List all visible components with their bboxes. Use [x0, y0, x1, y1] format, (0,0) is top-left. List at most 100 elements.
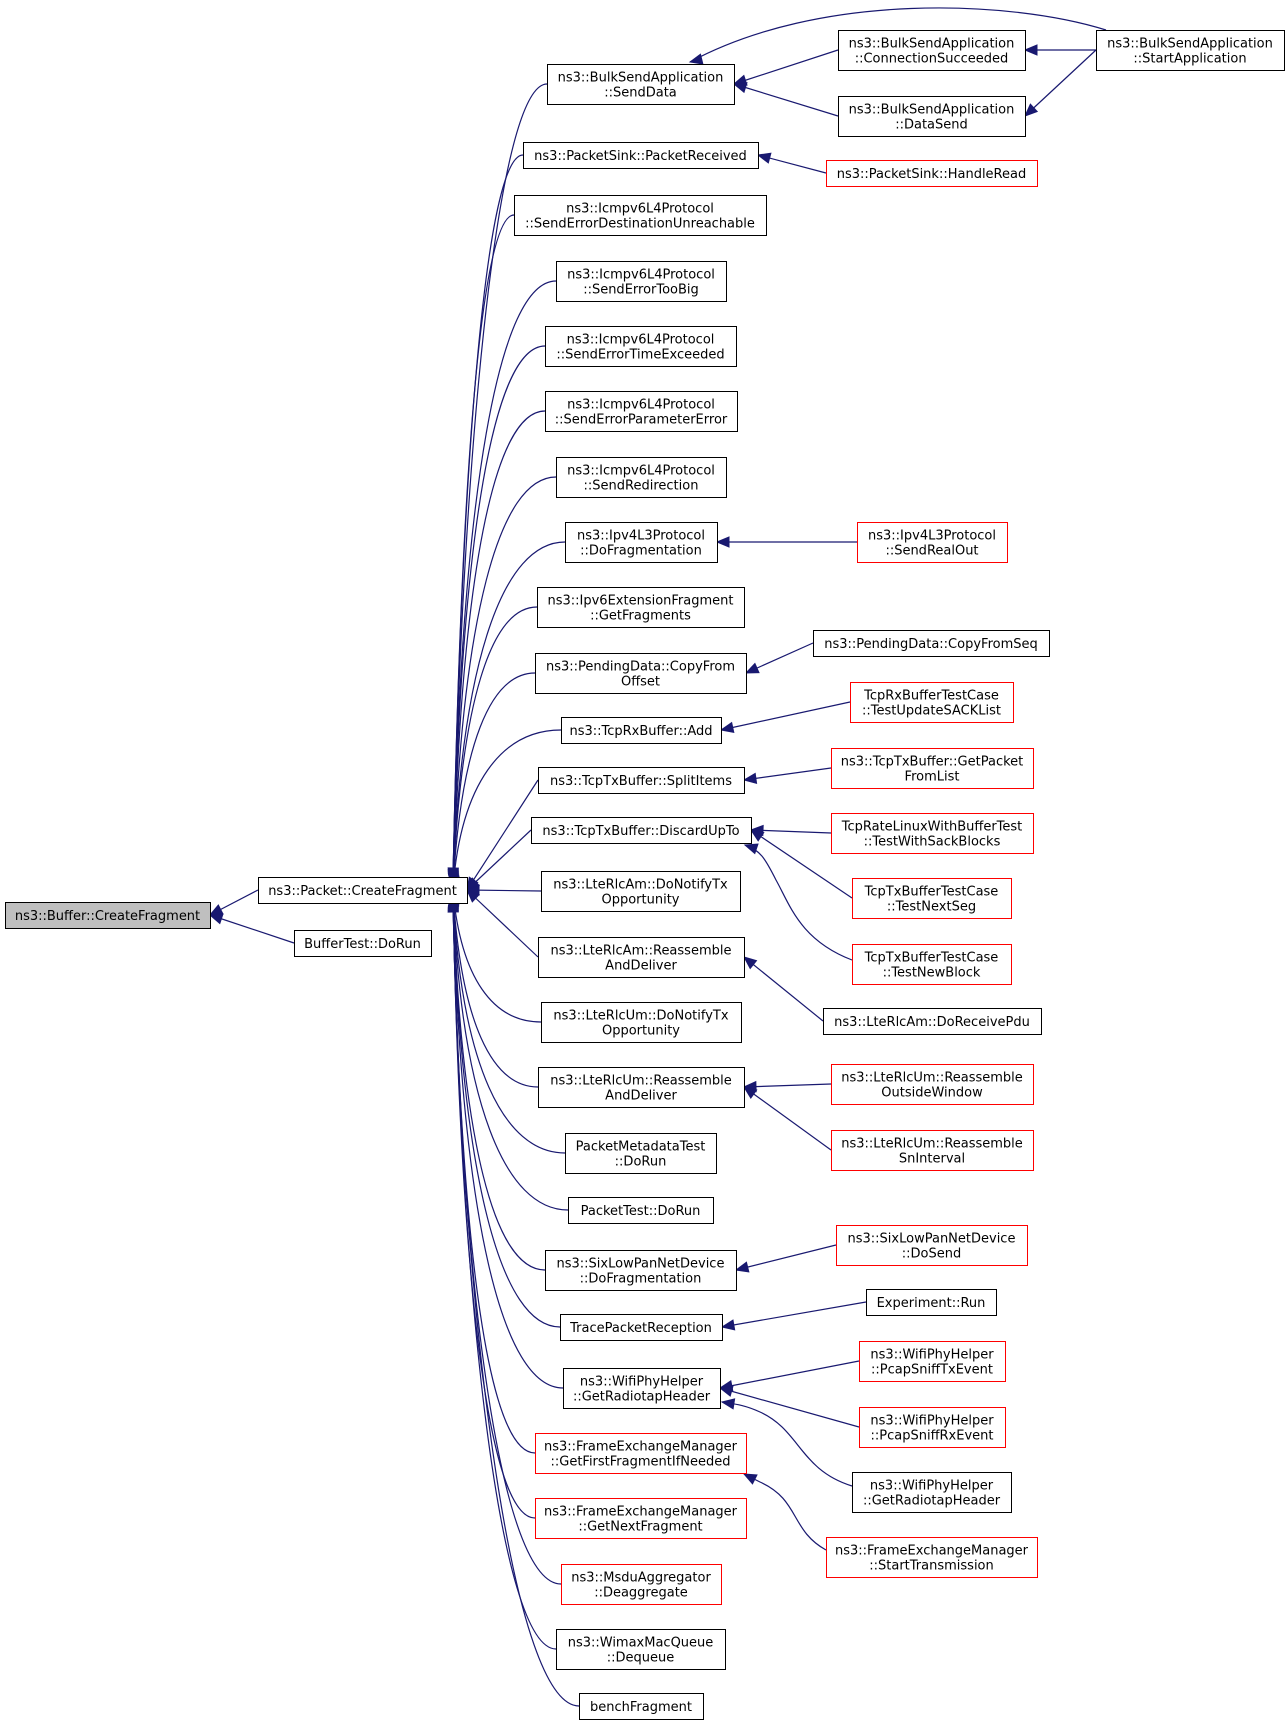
- node-bulksend-startapplication[interactable]: ns3::BulkSendApplication::StartApplicati…: [1096, 30, 1285, 71]
- node-packetmetadatatest-dorun[interactable]: PacketMetadataTest::DoRun: [565, 1133, 717, 1174]
- node-box[interactable]: [831, 813, 1034, 854]
- node-box[interactable]: [538, 937, 745, 978]
- node-buffer-createfragment[interactable]: ns3::Buffer::CreateFragment: [5, 902, 211, 929]
- node-box[interactable]: [838, 30, 1026, 71]
- node-box[interactable]: [857, 522, 1008, 563]
- node-box[interactable]: [1096, 30, 1285, 71]
- node-box[interactable]: [823, 1008, 1042, 1035]
- node-ipv4l3-sendrealout[interactable]: ns3::Ipv4L3Protocol::SendRealOut: [857, 522, 1008, 563]
- node-experiment-run[interactable]: Experiment::Run: [866, 1289, 997, 1316]
- node-box[interactable]: [565, 1133, 717, 1174]
- node-sixlowpan-dosend[interactable]: ns3::SixLowPanNetDevice::DoSend: [836, 1225, 1028, 1266]
- node-packettest-dorun[interactable]: PacketTest::DoRun: [568, 1197, 714, 1224]
- node-box[interactable]: [826, 160, 1038, 187]
- node-box[interactable]: [535, 1433, 747, 1474]
- node-box[interactable]: [831, 748, 1034, 789]
- node-fem-getfirstfragment[interactable]: ns3::FrameExchangeManager::GetFirstFragm…: [535, 1433, 747, 1474]
- node-bulksend-senddata[interactable]: ns3::BulkSendApplication::SendData: [547, 64, 735, 105]
- node-box[interactable]: [859, 1407, 1006, 1448]
- node-box[interactable]: [859, 1341, 1006, 1382]
- node-lterlcam-doreceivepdu[interactable]: ns3::LteRlcAm::DoReceivePdu: [823, 1008, 1042, 1035]
- node-tcprxbuffer-add[interactable]: ns3::TcpRxBuffer::Add: [561, 717, 722, 744]
- node-box[interactable]: [826, 1537, 1038, 1578]
- node-tcptxbuffer-discardupto[interactable]: ns3::TcpTxBuffer::DiscardUpTo: [531, 817, 752, 844]
- node-box[interactable]: [556, 261, 727, 302]
- node-box[interactable]: [258, 877, 468, 904]
- node-box[interactable]: [535, 1498, 747, 1539]
- node-box[interactable]: [838, 96, 1026, 137]
- node-box[interactable]: [537, 587, 745, 628]
- node-box[interactable]: [852, 944, 1012, 985]
- node-box[interactable]: [541, 871, 741, 912]
- node-packet-createfragment[interactable]: ns3::Packet::CreateFragment: [258, 877, 468, 904]
- node-box[interactable]: [579, 1693, 704, 1720]
- node-box[interactable]: [538, 1067, 745, 1108]
- node-box[interactable]: [866, 1289, 997, 1316]
- node-ipv6extfrag-getfragments[interactable]: ns3::Ipv6ExtensionFragment::GetFragments: [537, 587, 745, 628]
- node-box[interactable]: [831, 1064, 1034, 1105]
- node-packetsink-handleread[interactable]: ns3::PacketSink::HandleRead: [826, 160, 1038, 187]
- node-tcprxbuffertestcase-testupdatesacklist[interactable]: TcpRxBufferTestCase::TestUpdateSACKList: [850, 682, 1014, 723]
- node-icmpv6-sendredirection[interactable]: ns3::Icmpv6L4Protocol::SendRedirection: [556, 457, 727, 498]
- node-box[interactable]: [538, 767, 745, 794]
- node-icmpv6-senderrordestunreach[interactable]: ns3::Icmpv6L4Protocol::SendErrorDestinat…: [514, 195, 767, 236]
- node-box[interactable]: [560, 1314, 723, 1341]
- node-packetsink-packetreceived[interactable]: ns3::PacketSink::PacketReceived: [523, 142, 759, 169]
- node-box[interactable]: [836, 1225, 1028, 1266]
- node-box[interactable]: [545, 1250, 737, 1291]
- node-box[interactable]: [294, 930, 432, 957]
- node-icmpv6-senderrortoobig[interactable]: ns3::Icmpv6L4Protocol::SendErrorTooBig: [556, 261, 727, 302]
- node-wifiphyhelper-getradiotapheader2[interactable]: ns3::WifiPhyHelper::GetRadiotapHeader: [852, 1472, 1012, 1513]
- node-box[interactable]: [563, 1368, 721, 1409]
- node-wifiphyhelper-pcapsniffrxevent[interactable]: ns3::WifiPhyHelper::PcapSniffRxEvent: [859, 1407, 1006, 1448]
- node-tcptxbuffertestcase-testnewblock[interactable]: TcpTxBufferTestCase::TestNewBlock: [852, 944, 1012, 985]
- node-box[interactable]: [852, 878, 1012, 919]
- node-box[interactable]: [813, 630, 1050, 657]
- node-bulksend-connectionsucceeded[interactable]: ns3::BulkSendApplication::ConnectionSucc…: [838, 30, 1026, 71]
- node-box[interactable]: [556, 1629, 726, 1670]
- node-fem-starttransmission[interactable]: ns3::FrameExchangeManager::StartTransmis…: [826, 1537, 1038, 1578]
- node-icmpv6-senderrorparametererror[interactable]: ns3::Icmpv6L4Protocol::SendErrorParamete…: [545, 391, 738, 432]
- node-sixlowpan-dofragmentation[interactable]: ns3::SixLowPanNetDevice::DoFragmentation: [545, 1250, 737, 1291]
- node-pendingdata-copyfromseq[interactable]: ns3::PendingData::CopyFromSeq: [813, 630, 1050, 657]
- node-msduaggregator-deaggregate[interactable]: ns3::MsduAggregator::Deaggregate: [561, 1564, 722, 1605]
- node-box[interactable]: [541, 1002, 742, 1043]
- node-ipv4l3-dofragmentation[interactable]: ns3::Ipv4L3Protocol::DoFragmentation: [565, 522, 718, 563]
- node-fem-getnextfragment[interactable]: ns3::FrameExchangeManager::GetNextFragme…: [535, 1498, 747, 1539]
- node-box[interactable]: [831, 1130, 1034, 1171]
- node-tcptxbuffer-splititems[interactable]: ns3::TcpTxBuffer::SplitItems: [538, 767, 745, 794]
- node-tcptxbuffertestcase-testnextseg[interactable]: TcpTxBufferTestCase::TestNextSeg: [852, 878, 1012, 919]
- node-icmpv6-senderrortimeexceeded[interactable]: ns3::Icmpv6L4Protocol::SendErrorTimeExce…: [545, 326, 737, 367]
- node-wifiphyhelper-pcapsnifftxevent[interactable]: ns3::WifiPhyHelper::PcapSniffTxEvent: [859, 1341, 1006, 1382]
- node-box[interactable]: [561, 717, 722, 744]
- node-box[interactable]: [547, 64, 735, 105]
- node-box[interactable]: [545, 326, 737, 367]
- node-box[interactable]: [531, 817, 752, 844]
- node-box[interactable]: [561, 1564, 722, 1605]
- node-box[interactable]: [5, 902, 211, 929]
- node-wifiphyhelper-getradiotapheader[interactable]: ns3::WifiPhyHelper::GetRadiotapHeader: [563, 1368, 721, 1409]
- node-box[interactable]: [852, 1472, 1012, 1513]
- node-box[interactable]: [545, 391, 738, 432]
- node-wimaxmacqueue-dequeue[interactable]: ns3::WimaxMacQueue::Dequeue: [556, 1629, 726, 1670]
- node-bulksend-datasend[interactable]: ns3::BulkSendApplication::DataSend: [838, 96, 1026, 137]
- node-tracepacketreception[interactable]: TracePacketReception: [560, 1314, 723, 1341]
- node-benchfragment[interactable]: benchFragment: [579, 1693, 704, 1720]
- node-box[interactable]: [523, 142, 759, 169]
- node-buffertest-dorun[interactable]: BufferTest::DoRun: [294, 930, 432, 957]
- node-box[interactable]: [535, 653, 747, 694]
- node-tcpratelinux-testwithsackblocks[interactable]: TcpRateLinuxWithBufferTest::TestWithSack…: [831, 813, 1034, 854]
- node-box[interactable]: [850, 682, 1014, 723]
- node-box[interactable]: [556, 457, 727, 498]
- node-box[interactable]: [565, 522, 718, 563]
- node-box[interactable]: [568, 1197, 714, 1224]
- node-box[interactable]: [514, 195, 767, 236]
